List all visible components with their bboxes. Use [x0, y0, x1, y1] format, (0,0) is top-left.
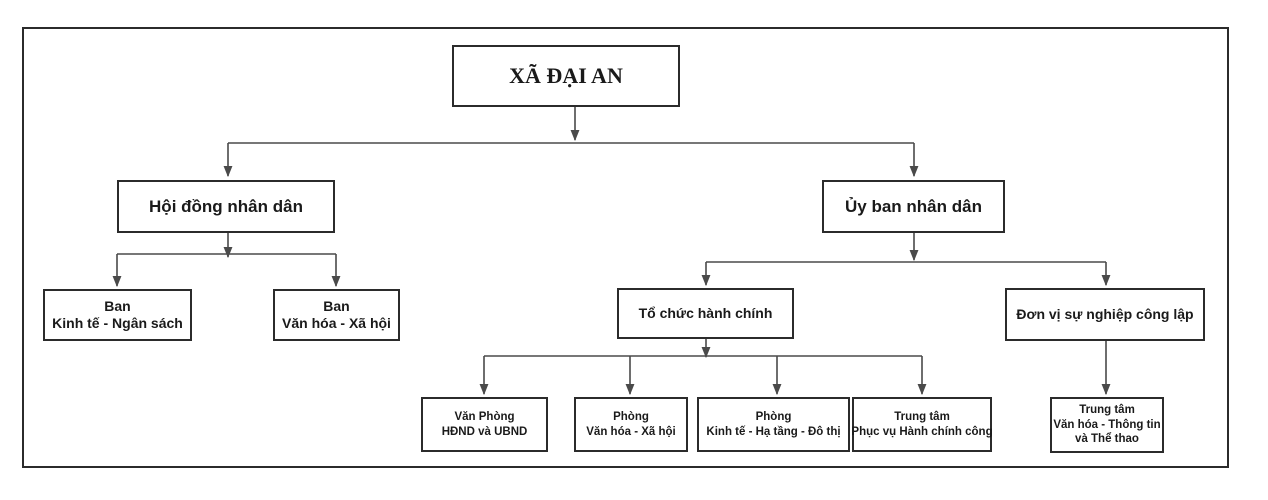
node-don-vi-su-nghiep-cong-lap: Đơn vị sự nghiệp công lập: [1005, 288, 1205, 341]
node-trung-tam-hcc-line-2: Phục vụ Hành chính công: [851, 425, 993, 438]
node-ban-van-hoa-line-2: Văn hóa - Xã hội: [282, 315, 391, 331]
node-hoi-dong-nhan-dan-label: Hội đồng nhân dân: [149, 196, 303, 216]
node-xa-dai-an: XÃ ĐẠI AN: [452, 45, 680, 107]
node-trung-tam-phuc-vu-hcc: Trung tâm Phục vụ Hành chính công: [851, 397, 993, 452]
node-phong-kinh-te-ha-tang-do-thi: Phòng Kinh tế - Hạ tầng - Đô thị: [697, 397, 850, 452]
node-phong-kinh-te-line-2: Kinh tế - Hạ tầng - Đô thị: [706, 425, 841, 438]
node-phong-kinh-te-line-1: Phòng: [755, 411, 792, 424]
node-xa-dai-an-label: XÃ ĐẠI AN: [509, 63, 623, 89]
node-to-chuc-hanh-chinh-label: Tổ chức hành chính: [638, 304, 773, 321]
node-van-phong-hdnd-ubnd: Văn Phòng HĐND và UBND: [421, 397, 548, 452]
node-ban-kinh-te-line-2: Kinh tế - Ngân sách: [52, 315, 183, 331]
node-trung-tam-vhtt-line-1: Trung tâm: [1079, 404, 1135, 417]
node-don-vi-su-nghiep-label: Đơn vị sự nghiệp công lập: [1016, 305, 1194, 322]
node-trung-tam-vhtt-line-3: và Thể thao: [1075, 433, 1139, 446]
node-ban-kinh-te-line-1: Ban: [104, 297, 131, 314]
node-phong-van-hoa-line-1: Phòng: [613, 411, 649, 424]
node-hoi-dong-nhan-dan: Hội đồng nhân dân: [117, 180, 335, 233]
diagram-frame: [22, 27, 1229, 468]
node-ban-van-hoa-xa-hoi: Ban Văn hóa - Xã hội: [273, 289, 400, 341]
node-ban-van-hoa-line-1: Ban: [323, 297, 350, 314]
node-trung-tam-hcc-line-1: Trung tâm: [894, 411, 950, 424]
node-trung-tam-van-hoa-thong-tin-the-thao: Trung tâm Văn hóa - Thông tin và Thể tha…: [1050, 397, 1164, 453]
node-uy-ban-nhan-dan-label: Ủy ban nhân dân: [845, 196, 982, 216]
node-trung-tam-vhtt-line-2: Văn hóa - Thông tin: [1053, 418, 1161, 431]
node-van-phong-line-2: HĐND và UBND: [441, 425, 528, 438]
node-uy-ban-nhan-dan: Ủy ban nhân dân: [822, 180, 1005, 233]
node-to-chuc-hanh-chinh: Tổ chức hành chính: [617, 288, 794, 339]
node-van-phong-line-1: Văn Phòng: [454, 411, 515, 424]
node-phong-van-hoa-line-2: Văn hóa - Xã hội: [586, 425, 676, 438]
node-phong-van-hoa-xa-hoi: Phòng Văn hóa - Xã hội: [574, 397, 688, 452]
node-ban-kinh-te-ngan-sach: Ban Kinh tế - Ngân sách: [43, 289, 192, 341]
